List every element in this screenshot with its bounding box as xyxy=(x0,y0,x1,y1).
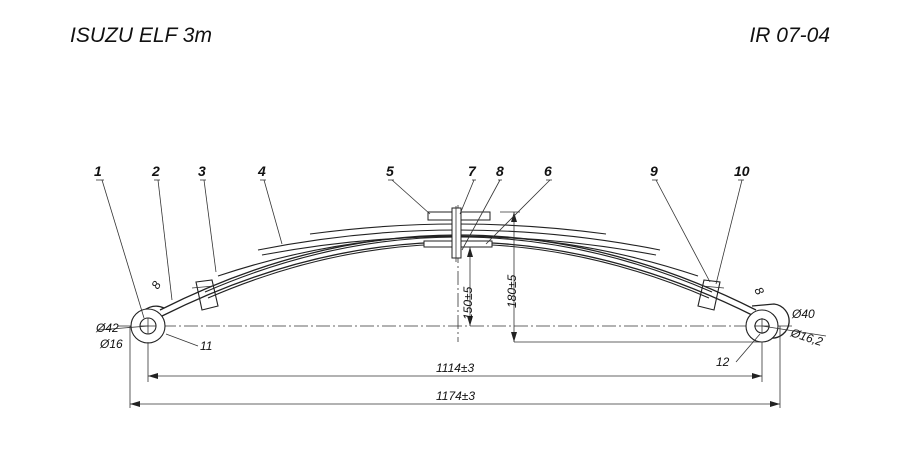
dimension-inner-length xyxy=(147,342,763,382)
center-bolt xyxy=(451,207,462,259)
drawing-model-title: ISUZU ELF 3т xyxy=(70,24,212,47)
dimension-overall-length xyxy=(129,326,781,408)
callout-leaders xyxy=(96,179,761,363)
right-spring-eye xyxy=(745,303,790,343)
rebound-clip-left xyxy=(191,279,219,311)
dimension-inner-length-label: 1114±3 xyxy=(436,361,475,375)
drawing-part-number: IR 07-04 xyxy=(749,24,830,47)
callout-12: 12 xyxy=(716,355,730,369)
callout-1: 1 xyxy=(94,163,102,179)
left-eye-leader xyxy=(97,325,149,331)
right-eye-leader xyxy=(761,325,827,337)
callout-11: 11 xyxy=(200,339,212,353)
dimension-height-150-label: 150±5 xyxy=(461,286,475,320)
callout-5: 5 xyxy=(386,163,394,179)
callout-3: 3 xyxy=(198,163,206,179)
callout-4: 4 xyxy=(257,163,266,179)
callout-6: 6 xyxy=(544,163,552,179)
callout-7: 7 xyxy=(468,163,477,179)
dimension-overall-length-label: 1174±3 xyxy=(436,389,475,403)
leaf-thickness-right-label: 8 xyxy=(751,285,767,298)
left-eye-outer-label: Ø42 xyxy=(95,321,119,335)
leaf-thickness-left-label: 8 xyxy=(148,278,164,291)
dimension-height-180 xyxy=(500,211,762,343)
left-eye-inner-label: Ø16 xyxy=(99,337,123,351)
callout-9: 9 xyxy=(650,163,658,179)
left-spring-eye xyxy=(130,305,166,344)
dimension-height-150 xyxy=(467,247,473,326)
right-eye-outer-label: Ø40 xyxy=(791,307,815,321)
callout-10: 10 xyxy=(734,163,750,179)
right-eye-inner-label: Ø16,2 xyxy=(788,325,825,349)
dimension-height-180-label: 180±5 xyxy=(505,274,519,308)
callout-2: 2 xyxy=(151,163,160,179)
callout-8: 8 xyxy=(496,163,504,179)
rebound-clip-right xyxy=(697,279,725,311)
